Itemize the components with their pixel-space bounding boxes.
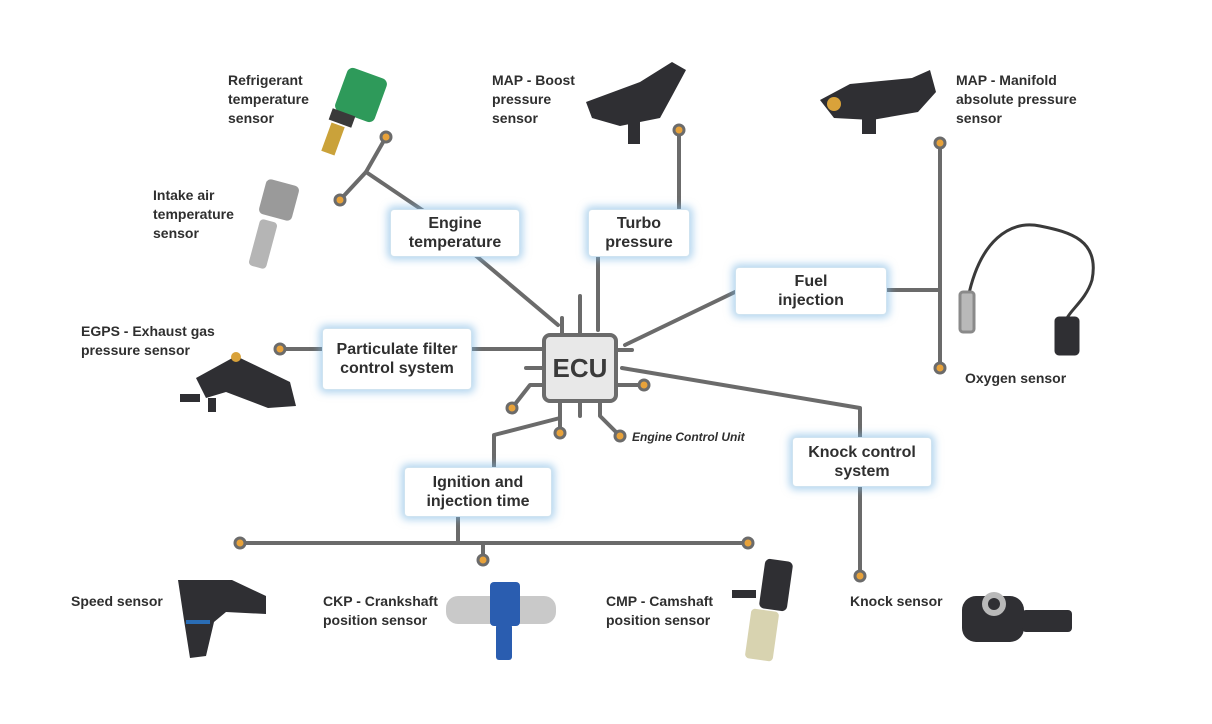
knock-sensor-image (962, 592, 1072, 642)
node-knock (853, 569, 867, 583)
ecu-label: ECU (552, 352, 608, 383)
node-refrigerant (379, 130, 393, 144)
node-cmp (741, 536, 755, 550)
label-oxygen: Oxygen sensor (965, 370, 1067, 386)
label-cmp: CMP - Camshaft position sensor (606, 593, 714, 628)
node-map-manifold (933, 136, 947, 150)
node-oxygen (933, 361, 947, 375)
label-knock: Knock sensor (850, 593, 943, 609)
connector-lines (238, 128, 942, 578)
node-egps (273, 342, 287, 356)
map-manifold-sensor-image (820, 70, 936, 134)
node-chip-4 (637, 378, 651, 392)
node-chip-1 (505, 401, 519, 415)
node-chip-2 (553, 426, 567, 440)
map-boost-sensor-image (586, 62, 686, 144)
node-chip-3 (613, 429, 627, 443)
speed-sensor-image (178, 580, 266, 658)
label-map-boost: MAP - Boost pressure sensor (492, 72, 575, 126)
cmp-sensor-image (732, 558, 793, 662)
line-knock (620, 366, 862, 439)
label-egps: EGPS - Exhaust gas pressure sensor (81, 323, 215, 358)
oxygen-sensor-image (958, 223, 1095, 356)
label-ckp: CKP - Crankshaft position sensor (323, 593, 438, 628)
pin-left-3 (510, 383, 544, 410)
node-map-boost (672, 123, 686, 137)
box-turbo-pressure: Turbo pressure (588, 209, 690, 257)
egps-sensor-image (180, 352, 296, 412)
box-ignition-injection: Ignition and injection time (404, 467, 552, 517)
label-speed: Speed sensor (71, 593, 163, 609)
refrigerant-sensor-image (321, 67, 387, 156)
pin-bottom-3 (598, 401, 622, 438)
node-ckp (476, 553, 490, 567)
label-refrigerant-temp: Refrigerant temperature sensor (228, 72, 309, 126)
box-fuel-injection: Fuel injection (735, 267, 887, 315)
label-map-manifold: MAP - Manifold absolute pressure sensor (956, 72, 1077, 126)
box-knock-control: Knock control system (792, 437, 932, 487)
line-fuel (623, 290, 737, 347)
node-intake (333, 193, 347, 207)
ecu-caption: Engine Control Unit (632, 430, 745, 444)
line-engine-temperature (473, 253, 560, 327)
ckp-sensor-image (446, 582, 556, 660)
box-engine-temperature: Engine temperature (390, 209, 520, 257)
label-intake-air-temp: Intake air temperature sensor (153, 187, 234, 241)
connector-nodes (233, 123, 947, 583)
line-ignition-up (492, 406, 562, 469)
box-particulate-filter: Particulate filter control system (322, 328, 472, 390)
ecu-chip: ECU (542, 333, 618, 403)
intake-air-sensor-image (248, 179, 299, 269)
node-speed (233, 536, 247, 550)
